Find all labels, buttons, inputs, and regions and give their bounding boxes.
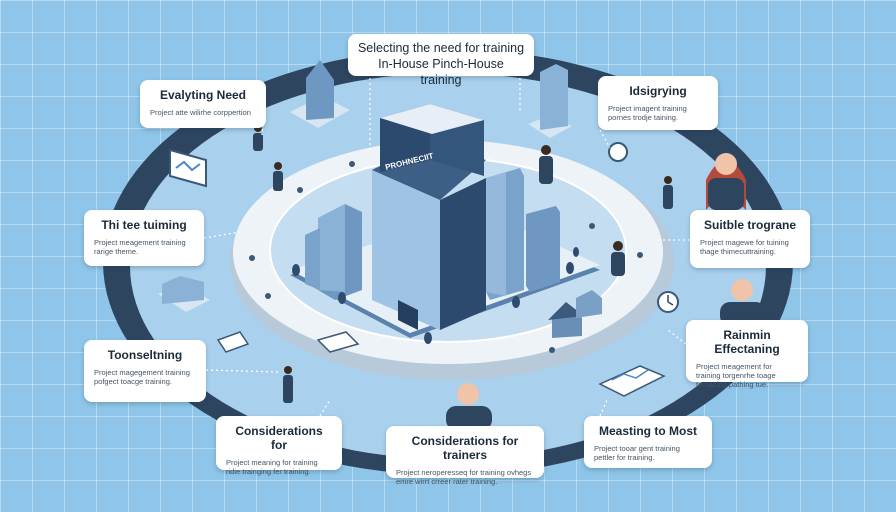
card-subtitle: Project meagement training rarige theme. [94,238,186,256]
document-icon [216,331,360,353]
card-title: Thi tee tuiming [101,218,187,232]
card-raining-effectiveness: Rainmin Effectaning Project meagement fo… [686,320,808,389]
card-meeting: Measting to Most Project tooar gent trai… [584,416,712,468]
card-title: Considerations for [235,424,323,452]
card-subtitle: Project atte wilirhe corppertion [150,108,251,117]
card-subtitle: Project magewe for tuining thage thimecu… [700,238,789,256]
card-toonsetting: Toonseltning Project magegement training… [84,340,206,402]
top-card-title: Selecting the need for training [357,41,525,55]
card-considerations-for: Considerations for Project meaning for t… [216,416,342,476]
card-suitable: Suitble trograne Project magewe for tuin… [690,210,810,268]
card-title: Measting to Most [599,424,697,438]
card-the-training: Thi tee tuiming Project meagement traini… [84,210,204,266]
card-subtitle: Project tooar gent training pettler for … [594,444,680,462]
card-subtitle: Project magegement training pofgect toac… [94,368,190,386]
card-title: Evalyting Need [159,88,247,102]
office-tower-icon [158,60,572,312]
card-identifying: Idsigrying Project imagent training porn… [598,76,718,130]
card-title: Idsigrying [629,84,687,98]
person-icon [253,124,673,403]
card-title: Toonseltning [107,348,183,362]
monitor-icon [169,148,207,188]
card-title: Suitble trograne [703,218,796,232]
top-card: Selecting the need for training In-House… [348,34,534,87]
tree-icon [292,247,579,344]
card-subtitle: Project imagent training pornes trodje t… [608,104,687,122]
main-tower [372,104,486,330]
card-title: Considerations for trainers [411,434,519,462]
building-left-group [305,204,362,300]
chart-icon [598,365,666,397]
top-card-subtitle: In-House Pinch-House training [378,57,504,87]
card-subtitle: Project meagement for training torgenrhe… [696,362,776,389]
card-subtitle: Project meaning for training ridie train… [226,458,318,476]
card-evaluating: Evalyting Need Project atte wilirhe corp… [140,80,266,128]
card-title: Rainmin Effectaning [714,328,780,356]
house-icon [548,290,602,338]
card-considerations-trainers: Considerations for trainers Project nero… [386,426,544,486]
clock-icon [608,142,679,313]
building-right-group [486,168,560,300]
card-subtitle: Project neroperesseq for training ovhegs… [396,468,532,486]
